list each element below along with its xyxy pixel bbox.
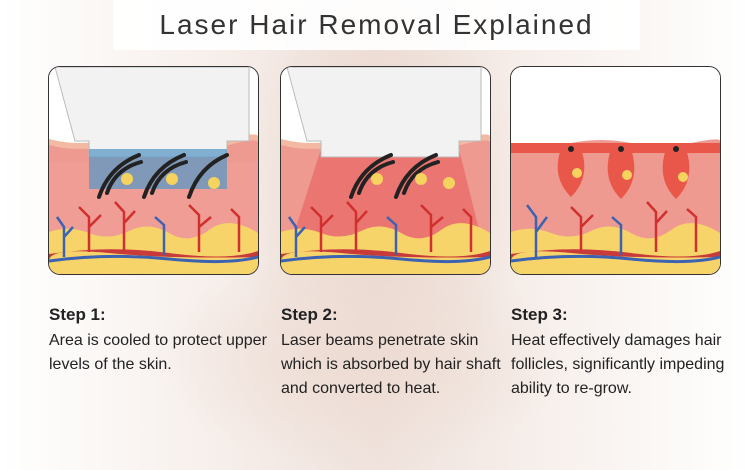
step-3: Step 3: Heat effectively damages hair fo… bbox=[511, 305, 741, 401]
title-banner: Laser Hair Removal Explained bbox=[113, 0, 640, 50]
step-3-illustration bbox=[510, 66, 721, 275]
step-2-illustration bbox=[280, 66, 491, 275]
step-3-text: Heat effectively damages hair follicles,… bbox=[511, 332, 725, 397]
step-2-label: Step 2: bbox=[281, 305, 338, 324]
page-title: Laser Hair Removal Explained bbox=[159, 9, 594, 40]
step-1-text: Area is cooled to protect upper levels o… bbox=[49, 332, 267, 373]
step-3-label: Step 3: bbox=[511, 305, 568, 324]
step-1: Step 1: Area is cooled to protect upper … bbox=[49, 305, 279, 377]
step-1-label: Step 1: bbox=[49, 305, 106, 324]
step-2: Step 2: Laser beams penetrate skin which… bbox=[281, 305, 511, 401]
step-1-illustration bbox=[48, 66, 259, 275]
step-2-text: Laser beams penetrate skin which is abso… bbox=[281, 332, 501, 397]
